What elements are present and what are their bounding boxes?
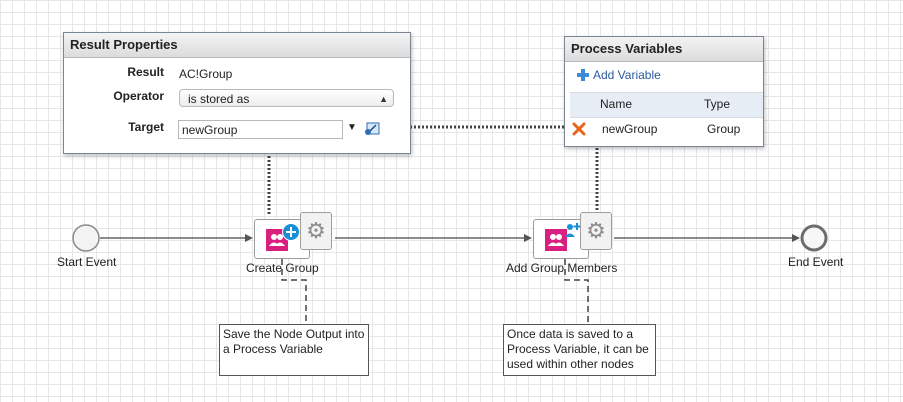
create-group-node[interactable] [254, 219, 310, 259]
end-event-label: End Event [788, 255, 844, 269]
process-variables-panel: Process Variables Add Variable Name Type… [564, 36, 764, 147]
add-group-members-node[interactable] [533, 219, 589, 259]
annotation-line: Save the Node Output into [223, 327, 365, 341]
operator-value: is stored as [188, 92, 250, 106]
arrowhead [792, 234, 800, 242]
start-event-label: Start Event [57, 255, 117, 269]
operator-label: Operator [113, 89, 164, 103]
annotation-line: a Process Variable [223, 342, 323, 356]
target-dropdown-icon[interactable]: ▼ [347, 122, 357, 133]
add-group-members-label: Add Group Members [506, 261, 618, 275]
expression-editor-icon[interactable] [364, 122, 380, 136]
create-group-settings[interactable]: ⚙ [300, 212, 332, 250]
add-variable-icon [577, 69, 589, 81]
select-arrows-icon: ▲ [379, 94, 388, 104]
result-value: AC!Group [179, 67, 233, 81]
arrowhead [524, 234, 532, 242]
result-properties-title: Result Properties [64, 33, 410, 58]
variable-name: newGroup [602, 122, 658, 136]
process-variables-title: Process Variables [565, 37, 763, 62]
annotation-connector-2 [564, 259, 589, 324]
annotation-save-output[interactable]: Save the Node Output into a Process Vari… [219, 324, 369, 376]
target-value: newGroup [182, 123, 238, 137]
add-variable-link[interactable]: Add Variable [577, 67, 661, 82]
operator-select[interactable]: is stored as ▲ [179, 89, 394, 107]
variables-header-row [570, 92, 763, 118]
annotation-use-variable[interactable]: Once data is saved to a Process Variable… [503, 324, 656, 376]
annotation-line: Once data is saved to a [507, 327, 634, 341]
target-input[interactable]: newGroup [178, 120, 343, 139]
create-group-label: Create Group [246, 261, 319, 275]
gear-icon: ⚙ [586, 218, 606, 243]
variable-row[interactable]: newGroup Group [570, 117, 763, 141]
add-badge-icon [282, 223, 300, 241]
add-group-members-settings[interactable]: ⚙ [580, 212, 612, 250]
delete-variable-icon[interactable] [572, 122, 586, 136]
annotation-line: Process Variable, it can be [507, 342, 649, 356]
column-type-header: Type [704, 97, 731, 111]
gear-icon: ⚙ [306, 218, 326, 243]
arrowhead [245, 234, 253, 242]
add-member-icon [564, 222, 581, 238]
annotation-connector-1 [281, 259, 307, 324]
group-icon [545, 229, 567, 251]
start-event[interactable] [72, 224, 100, 252]
result-label: Result [127, 65, 164, 79]
annotation-line: used within other nodes [507, 357, 634, 371]
target-label: Target [128, 120, 164, 134]
column-name-header: Name [600, 97, 633, 111]
variable-type: Group [707, 122, 741, 136]
end-event[interactable] [800, 224, 828, 252]
result-properties-panel: Result Properties Result AC!Group Operat… [63, 32, 411, 154]
add-variable-label: Add Variable [593, 68, 661, 82]
